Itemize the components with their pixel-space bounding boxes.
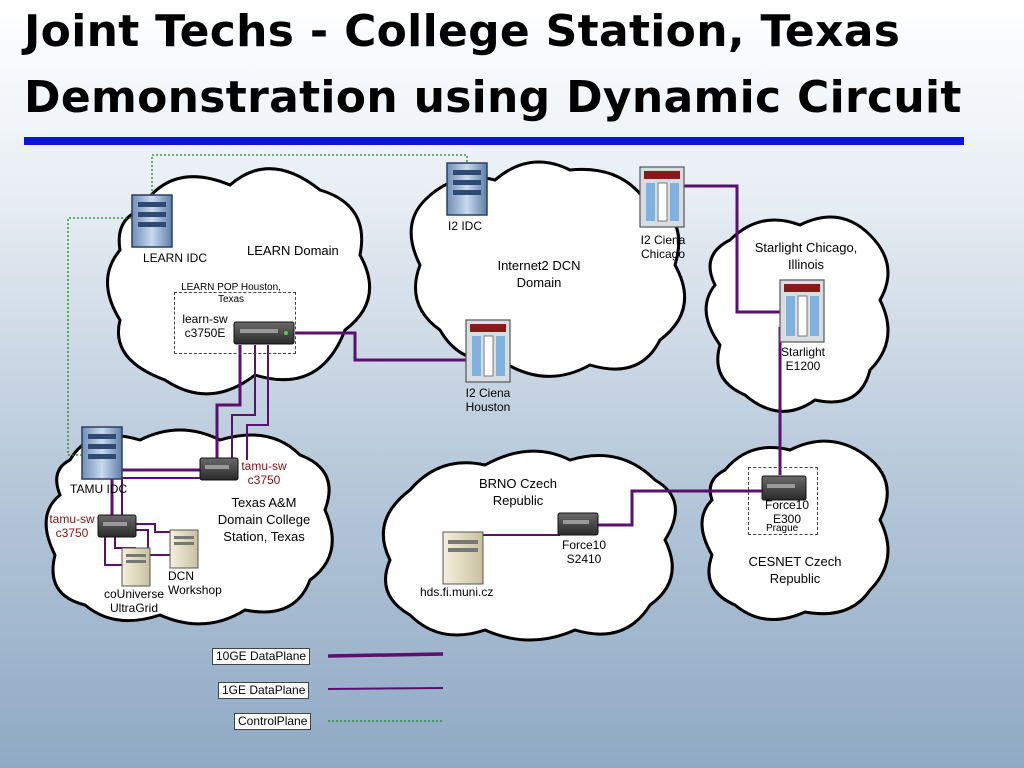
- learn-idc-server-icon: [131, 194, 173, 248]
- legend-1ge-label: 1GE DataPlane: [218, 682, 310, 699]
- page-subtitle: Demonstration using Dynamic Circuit: [24, 72, 962, 123]
- i2-ciena-chicago-label: I2 Ciena Chicago: [640, 233, 686, 261]
- i2-ciena-houston-icon: [465, 319, 511, 383]
- tamu-switch-a-label: tamu-sw c3750: [241, 459, 287, 487]
- controlplane-learn-tamu: [67, 217, 135, 456]
- link-i2chicago-starlight: [684, 184, 780, 314]
- tamu-switch-b-label: tamu-sw c3750: [49, 512, 95, 540]
- hds-server-pc-icon: [442, 531, 484, 585]
- learn-domain-label: LEARN Domain: [247, 243, 339, 258]
- legend-1ge-line: [327, 687, 444, 690]
- tamu-domain-label: Texas A&M Domain College Station, Texas: [217, 495, 311, 544]
- couniverse-label: coUniverse UltraGrid: [103, 587, 165, 615]
- learn-switch-icon: [233, 321, 295, 345]
- page-title: Joint Techs - College Station, Texas: [24, 6, 901, 57]
- tamu-idc-label: TAMU IDC: [70, 482, 128, 496]
- i2-ciena-chicago-icon: [639, 166, 685, 228]
- title-rule: [24, 137, 964, 145]
- i2-ciena-houston-label: I2 Ciena Houston: [465, 386, 511, 414]
- cesnet-prague-box: [748, 467, 818, 535]
- starlight-domain-label: Starlight Chicago, Illinois: [754, 240, 858, 272]
- link-tamusw-dcn: [132, 523, 172, 533]
- brno-domain-label: BRNO Czech Republic: [478, 476, 558, 508]
- starlight-e1200-label: Starlight E1200: [780, 345, 826, 373]
- cesnet-city-label: Prague: [766, 523, 799, 534]
- learn-pop-box: [174, 292, 296, 354]
- link-learn-tamu-3: [246, 345, 269, 460]
- brno-switch-label: Force10 S2410: [561, 538, 607, 566]
- tamu-idc-server-icon: [81, 426, 123, 480]
- legend-10ge-line: [327, 652, 444, 658]
- couniverse-pc-icon: [121, 547, 151, 587]
- brno-switch-icon: [557, 512, 599, 536]
- cloud-learn: [106, 167, 372, 396]
- link-cesnet-brno: [598, 489, 765, 527]
- internet2-domain-label: Internet2 DCN Domain: [497, 258, 581, 290]
- link-learn-tamu-1: [215, 345, 242, 460]
- i2-idc-label: I2 IDC: [448, 219, 483, 233]
- dcn-workshop-pc-icon: [169, 529, 199, 569]
- learn-idc-label: LEARN IDC: [143, 251, 208, 265]
- link-tamusw-dcn-2: [128, 529, 170, 556]
- link-learn-i2houston: [295, 331, 467, 362]
- learn-pop-label: LEARN POP Houston, Texas: [181, 282, 281, 305]
- tamu-switch-b-icon: [97, 514, 137, 538]
- legend-control-label: ControlPlane: [234, 713, 312, 730]
- cloud-brno: [381, 449, 677, 642]
- cesnet-switch-icon: [761, 475, 807, 501]
- cesnet-domain-label: CESNET Czech Republic: [748, 554, 842, 586]
- hds-server-label: hds.fi.muni.cz: [420, 585, 494, 599]
- cesnet-switch-label: Force10 E300: [764, 498, 810, 526]
- link-learn-tamu-2: [231, 345, 256, 460]
- starlight-e1200-icon: [779, 279, 825, 343]
- i2-idc-server-icon: [446, 162, 488, 216]
- dcn-workshop-label: DCN Workshop: [168, 569, 222, 597]
- controlplane-learn-i2: [151, 154, 468, 195]
- tamu-switch-a-icon: [199, 457, 239, 481]
- link-tamusw-couniverse: [104, 535, 123, 566]
- legend-10ge-label: 10GE DataPlane: [212, 648, 311, 665]
- learn-switch-label: learn-sw c3750E: [182, 312, 228, 340]
